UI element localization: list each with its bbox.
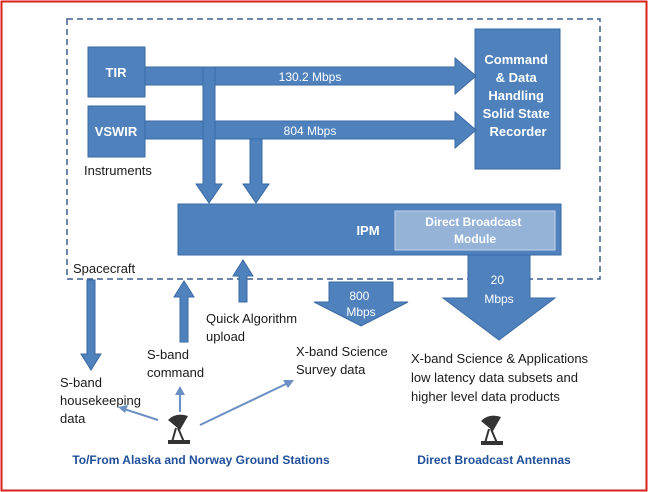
rate-tir-label: 130.2 Mbps: [279, 70, 342, 84]
dbm-label: Direct Broadcast Module: [425, 215, 524, 246]
direct-broadcast-module: [394, 210, 556, 251]
ground-to-survey-head: [283, 380, 294, 388]
ground-to-housekeeping-line: [123, 408, 159, 421]
s-band-command-label: S-band command: [147, 347, 204, 380]
instruments-label: Instruments: [84, 163, 152, 178]
s-band-housekeeping-label: S-band housekeeping data: [60, 375, 145, 426]
broadcast-antenna-dish-icon: [481, 415, 503, 445]
x-band-survey-label: X-band Science Survey data: [296, 344, 391, 377]
s-band-command-arrow: [173, 280, 195, 343]
spacecraft-boundary: [66, 18, 601, 280]
vswir-block: [87, 105, 146, 158]
tir-to-cdh-arrow: [144, 56, 477, 96]
rate-800-label: 800 Mbps: [346, 289, 375, 319]
vswir-to-cdh-arrow: [144, 110, 477, 150]
tir-block: [87, 46, 146, 98]
s-band-housekeeping-arrow: [80, 279, 102, 371]
tir-label: TIR: [106, 65, 128, 80]
vswir-label: VSWIR: [95, 124, 138, 139]
x-band-apps-label: X-band Science & Applications low latenc…: [411, 351, 592, 404]
x-band-800-arrow: [313, 281, 409, 327]
ground-station-dish-icon: [168, 414, 190, 444]
quick-algorithm-label: Quick Algorithm upload: [206, 311, 301, 344]
ground-to-housekeeping-head: [118, 405, 128, 413]
ground-to-survey-line: [199, 382, 289, 426]
cdh-label: Command & Data Handling Solid State Reco…: [483, 52, 554, 139]
rate-vswir-label: 804 Mbps: [284, 124, 337, 138]
quick-algorithm-arrow: [232, 259, 254, 303]
rate-20-label: 20 Mbps: [484, 273, 513, 306]
x-band-20-arrow: [441, 254, 557, 341]
direct-broadcast-antennas-label: Direct Broadcast Antennas: [417, 453, 571, 467]
cdh-block: [474, 28, 561, 170]
ground-to-command-head: [175, 386, 185, 395]
ipm-label: IPM: [356, 223, 379, 238]
vswir-to-ipm-arrow: [242, 138, 270, 204]
ground-stations-label: To/From Alaska and Norway Ground Station…: [72, 453, 330, 467]
tir-to-ipm-arrow: [195, 66, 223, 204]
spacecraft-label: Spacecraft: [73, 261, 136, 276]
